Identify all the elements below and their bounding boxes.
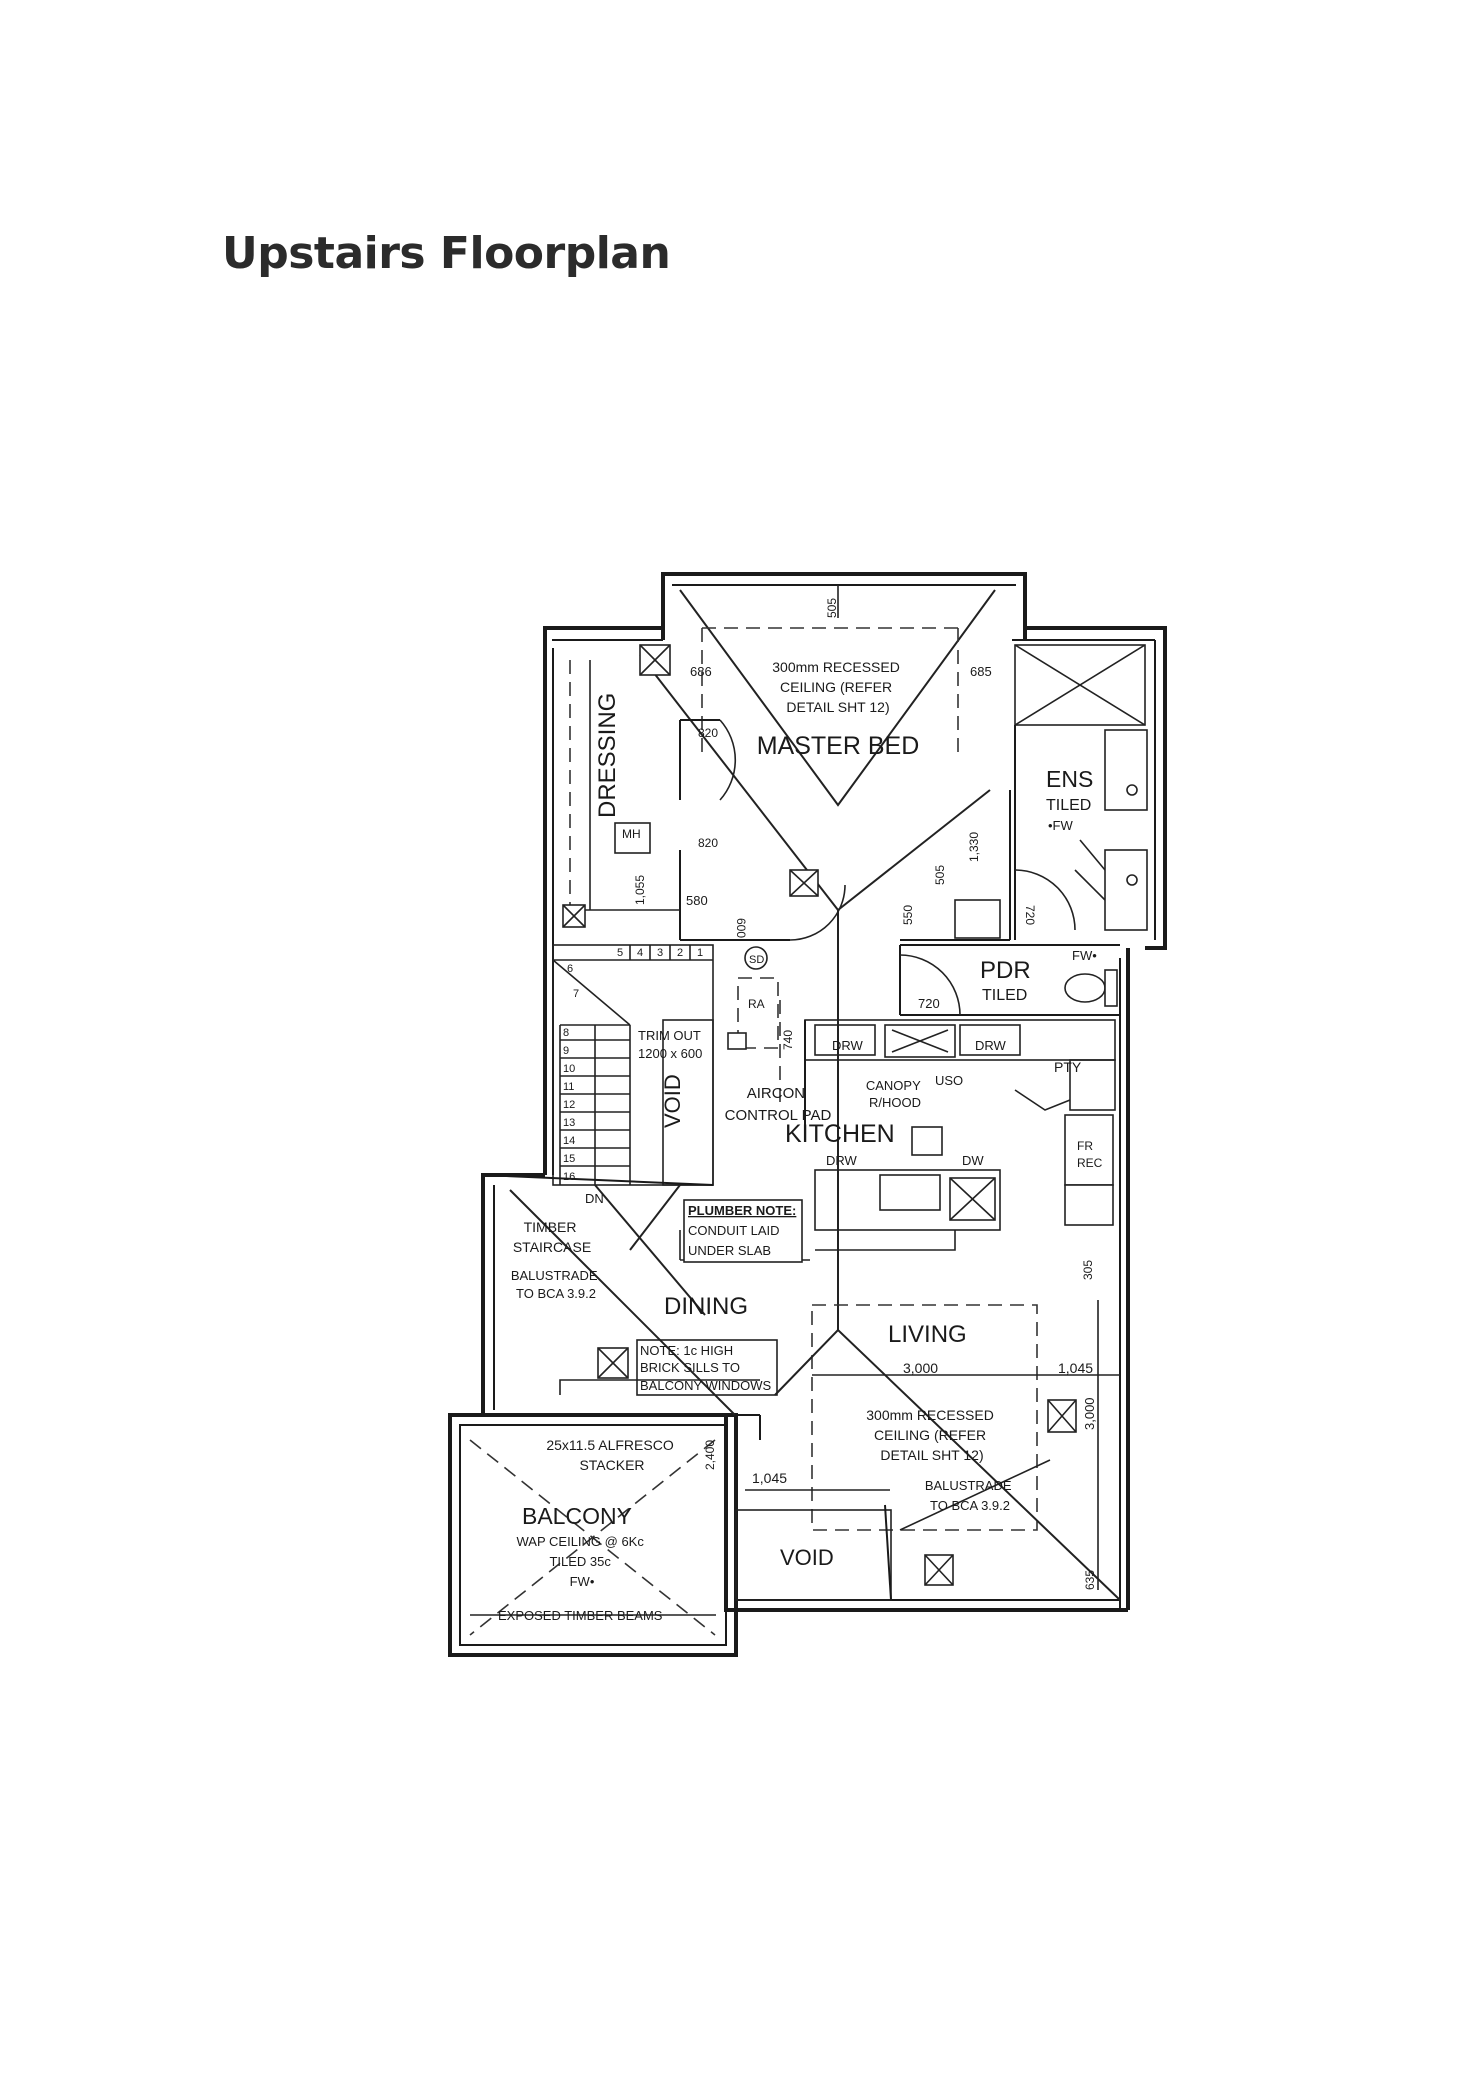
dim-1045-a: 1,045 <box>1058 1360 1093 1376</box>
dim-685: 685 <box>970 664 992 679</box>
dim-720-a: 720 <box>1023 905 1037 925</box>
room-label-dressing: DRESSING <box>594 693 621 818</box>
dim-3000-b: 3,000 <box>1082 1397 1097 1430</box>
room-label-dining: DINING <box>664 1293 748 1320</box>
aircon-area <box>727 946 781 1110</box>
stair-step-number: 5 <box>617 947 623 959</box>
note-balcony-ceiling: WAP CEILING @ 6Kc TILED 35c FW• <box>517 1534 648 1589</box>
room-label-void-stairs: VOID <box>660 1074 685 1128</box>
stair-step-number: 2 <box>677 947 683 959</box>
dim-1330: 1,330 <box>967 832 981 862</box>
note-sd: SD <box>749 954 764 966</box>
note-plumber: PLUMBER NOTE: CONDUIT LAID UNDER SLAB <box>688 1203 800 1258</box>
room-label-void-lower: VOID <box>780 1545 834 1570</box>
note-canopy: CANOPY R/HOOD <box>866 1078 924 1110</box>
plumber-note-box <box>683 1199 803 1263</box>
stair-step-number: 9 <box>563 1045 569 1057</box>
room-label-pdr: PDR <box>980 957 1031 984</box>
room-label-ens: ENS <box>1046 766 1093 792</box>
note-ra: RA <box>748 997 765 1011</box>
dim-1045-b: 1,045 <box>752 1470 787 1486</box>
note-dn: DN <box>585 1191 604 1206</box>
note-brick-sills: NOTE: 1c HIGH BRICK SILLS TO BALCONY WIN… <box>640 1343 772 1393</box>
dim-505-top: 505 <box>825 598 839 618</box>
note-trim-out: TRIM OUT 1200 x 600 <box>638 1028 704 1061</box>
note-pty: PTY <box>1054 1059 1082 1075</box>
room-label-living: LIVING <box>888 1321 967 1348</box>
dim-740: 740 <box>781 1030 795 1050</box>
powder-room <box>899 899 1120 1016</box>
master-bed-area <box>639 585 1011 1330</box>
dim-1055: 1,055 <box>633 875 647 905</box>
stair-step-number: 10 <box>563 1063 575 1075</box>
note-fr-rec: FR REC <box>1077 1139 1103 1170</box>
dressing-room <box>562 644 680 928</box>
stair-step-number: 6 <box>567 963 573 975</box>
room-pdr-finish: TILED <box>982 987 1027 1004</box>
note-fw-pdr: FW• <box>1072 948 1097 963</box>
stair-step-number: 13 <box>563 1117 575 1129</box>
ensuite <box>1014 644 1148 940</box>
stair-step-number: 14 <box>563 1135 575 1147</box>
room-ens-finish: TILED <box>1046 797 1091 814</box>
dim-550: 550 <box>901 905 915 925</box>
note-stacker: 25x11.5 ALFRESCO STACKER <box>546 1437 677 1473</box>
note-aircon: AIRCON CONTROL PAD <box>725 1085 832 1124</box>
dining-area <box>509 1184 810 1440</box>
room-label-kitchen: KITCHEN <box>785 1120 895 1148</box>
dim-635: 635 <box>1083 1570 1097 1590</box>
dim-686: 686 <box>690 664 712 679</box>
note-recessed-ceiling-living: 300mm RECESSED CEILING (REFER DETAIL SHT… <box>866 1407 997 1463</box>
note-timber-staircase: TIMBER STAIRCASE <box>513 1219 591 1255</box>
dim-2400: 2,400 <box>703 1440 717 1470</box>
balcony-area <box>469 1439 716 1636</box>
stair-step-number: 12 <box>563 1099 575 1111</box>
staircase <box>482 944 714 1251</box>
dim-305: 305 <box>1081 1260 1095 1280</box>
note-drw-2: DRW <box>975 1038 1007 1053</box>
stair-step-number: 1 <box>697 947 703 959</box>
stair-step-number: 3 <box>657 947 663 959</box>
dim-580: 580 <box>686 893 708 908</box>
page-title: Upstairs Floorplan <box>222 228 671 279</box>
dim-3000-a: 3,000 <box>903 1360 938 1376</box>
dim-720-b: 720 <box>918 996 940 1011</box>
stair-step-number: 7 <box>573 988 579 1000</box>
lower-void <box>735 1504 954 1601</box>
note-dw: DW <box>962 1153 984 1168</box>
note-drw-3: DRW <box>826 1153 858 1168</box>
dim-820-a: 820 <box>698 726 718 740</box>
room-label-master-bed: MASTER BED <box>757 732 920 760</box>
dim-505-b: 505 <box>933 865 947 885</box>
dim-820-b: 820 <box>698 836 718 850</box>
stair-step-number: 15 <box>563 1153 575 1165</box>
note-balustrade-living: BALUSTRADE TO BCA 3.9.2 <box>925 1478 1015 1513</box>
stair-step-number: 8 <box>563 1027 569 1039</box>
note-fw-ens: •FW <box>1048 818 1073 833</box>
kitchen-area <box>804 1019 1116 1251</box>
dim-600: 600 <box>734 918 748 938</box>
stair-step-number: 16 <box>563 1171 575 1183</box>
room-label-balcony: BALCONY <box>522 1503 632 1529</box>
stair-step-number: 4 <box>637 947 643 959</box>
note-uso: USO <box>935 1073 963 1088</box>
note-timber-beams: EXPOSED TIMBER BEAMS <box>498 1608 663 1623</box>
note-balustrade-stairs: BALUSTRADE TO BCA 3.9.2 <box>511 1268 601 1301</box>
stair-step-number: 11 <box>563 1081 574 1093</box>
note-recessed-ceiling-top: 300mm RECESSED CEILING (REFER DETAIL SHT… <box>772 659 903 715</box>
note-mh: MH <box>622 827 641 841</box>
note-drw-1: DRW <box>832 1038 864 1053</box>
living-area <box>745 1300 1121 1601</box>
